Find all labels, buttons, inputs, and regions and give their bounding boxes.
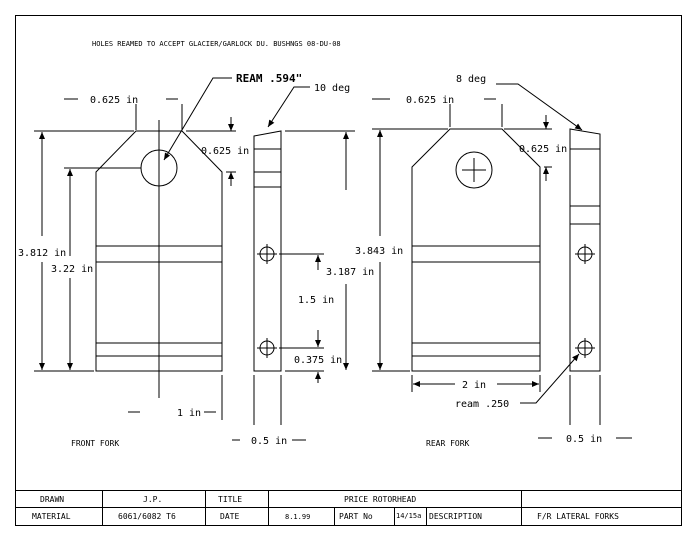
- drawn-label: DRAWN: [40, 495, 64, 504]
- rear-fork-caption: REAR FORK: [426, 439, 470, 448]
- front-hole-height-label: 3.22 in: [51, 264, 93, 275]
- description-value: F/R LATERAL FORKS: [537, 512, 619, 521]
- rear-overall-height-label: 3.843 in: [355, 246, 403, 257]
- date-value: 8.1.99: [285, 513, 310, 521]
- rear-side-outline: [569, 128, 601, 372]
- front-chamfer-label: 0.625 in: [201, 146, 249, 157]
- rear-chamfer-label: 0.625 in: [519, 144, 567, 155]
- front-ream-label: REAM .594": [236, 72, 302, 85]
- front-fork-caption: FRONT FORK: [71, 439, 119, 448]
- title-label: TITLE: [218, 495, 242, 504]
- rear-ream-label: ream .250: [455, 399, 509, 410]
- rear-fork-outline: [411, 128, 541, 372]
- description-label: DESCRIPTION: [429, 512, 482, 521]
- front-hole-to-bottom-label: 0.375 in: [294, 355, 342, 366]
- front-hole-spacing-label: 1.5 in: [298, 295, 334, 306]
- rear-top-width-label: 0.625 in: [406, 95, 454, 106]
- front-angle-label: 10 deg: [314, 83, 350, 94]
- front-overall-height-label: 3.812 in: [18, 248, 66, 259]
- material-value: 6061/6082 T6: [118, 512, 176, 521]
- date-label: DATE: [220, 512, 239, 521]
- front-width-label: 1 in: [177, 408, 201, 419]
- front-angle-leader: [267, 86, 310, 128]
- front-side-outline: [253, 130, 282, 372]
- rear-width-label: 2 in: [462, 380, 486, 391]
- rear-angle-label: 8 deg: [456, 74, 486, 85]
- front-thickness-label: 0.5 in: [251, 436, 287, 447]
- title-value: PRICE ROTORHEAD: [344, 495, 416, 504]
- header-note: HOLES REAMED TO ACCEPT GLACIER/GARLOCK D…: [92, 40, 341, 48]
- rear-ream-leader: [520, 353, 580, 404]
- part-value: 14/15a: [396, 512, 421, 520]
- material-label: MATERIAL: [32, 512, 71, 521]
- part-label: PART No: [339, 512, 373, 521]
- front-hole-to-top-label: 3.187 in: [326, 267, 374, 278]
- drawn-value: J.P.: [143, 495, 162, 504]
- front-top-width-label: 0.625 in: [90, 95, 138, 106]
- rear-angle-leader: [496, 83, 583, 131]
- front-ream-leader: [163, 77, 232, 161]
- title-block: [15, 490, 682, 526]
- front-fork-outline: [95, 120, 223, 398]
- rear-thickness-label: 0.5 in: [566, 434, 602, 445]
